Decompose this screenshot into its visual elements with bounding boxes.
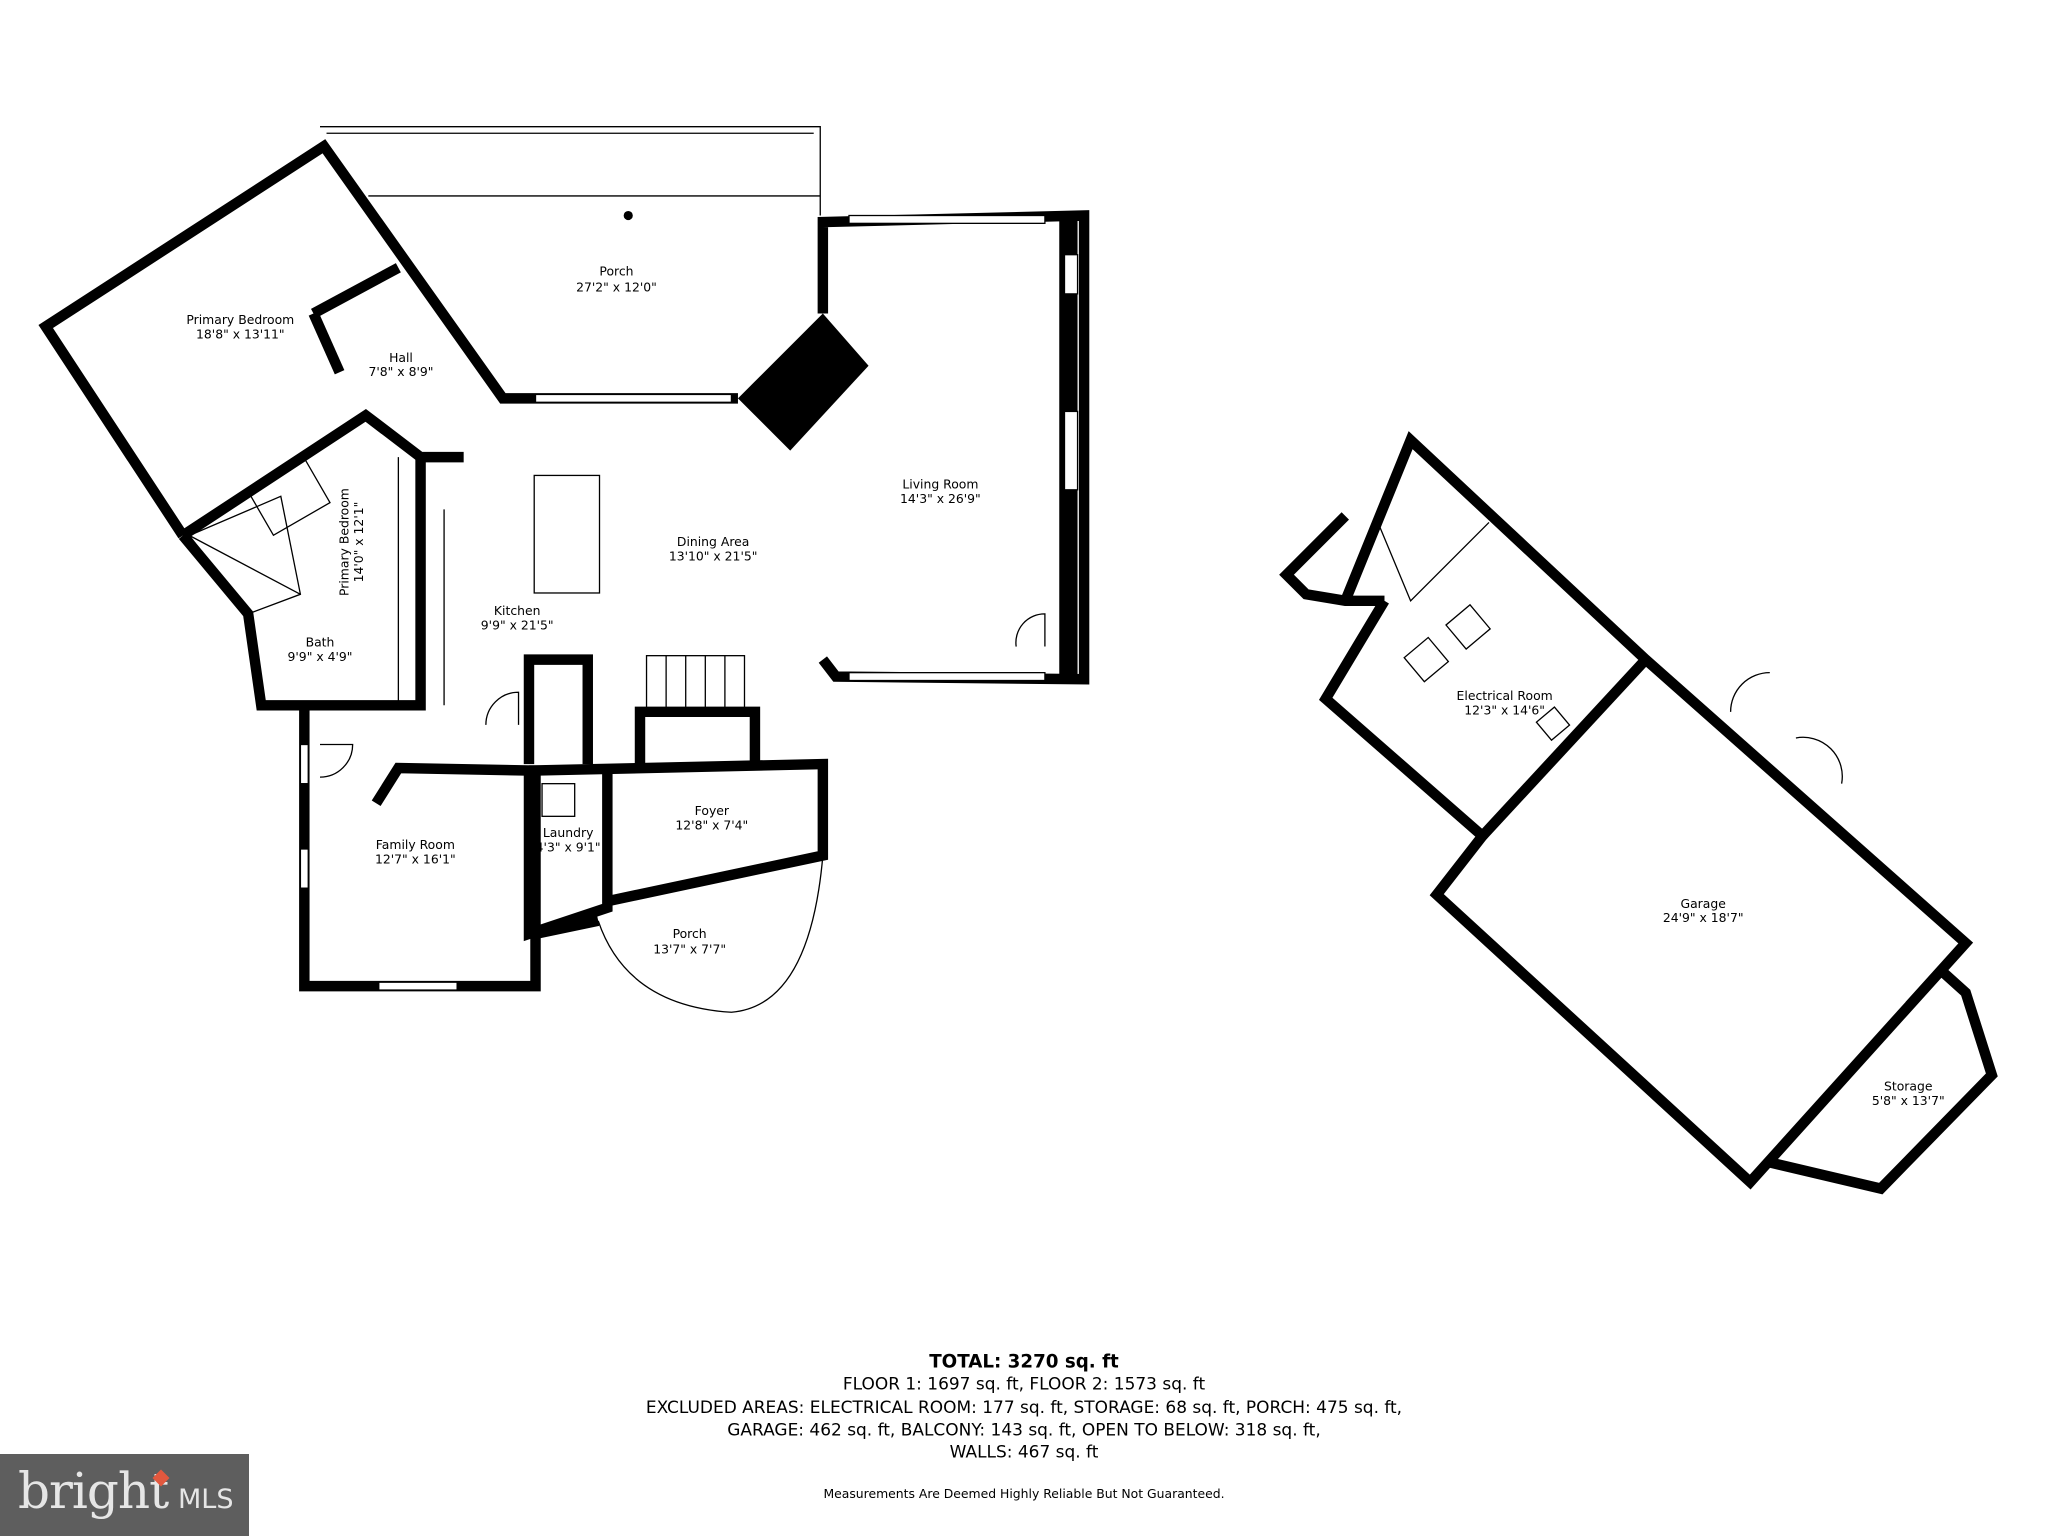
bright-mls-logo: bright MLS: [0, 1454, 249, 1536]
svg-text:Foyer: Foyer: [695, 803, 730, 818]
svg-text:Primary Bedroom: Primary Bedroom: [337, 488, 352, 596]
windows: [299, 214, 1079, 991]
svg-text:Dining Area: Dining Area: [677, 534, 749, 549]
svg-text:Family Room: Family Room: [376, 837, 455, 852]
porch-deck: [320, 126, 821, 221]
excluded-areas-line-1: EXCLUDED AREAS: ELECTRICAL ROOM: 177 sq.…: [646, 1398, 1402, 1418]
logo-wordmark: bright: [18, 1462, 169, 1520]
svg-text:5'8" x 13'7": 5'8" x 13'7": [1872, 1093, 1945, 1108]
svg-text:13'7" x 7'7": 13'7" x 7'7": [653, 941, 726, 956]
excluded-areas-line-2: GARAGE: 462 sq. ft, BALCONY: 143 sq. ft,…: [727, 1420, 1320, 1440]
fixtures: [188, 456, 1046, 1013]
svg-text:14'0" x 12'1": 14'0" x 12'1": [351, 502, 366, 583]
svg-text:24'9" x 18'7": 24'9" x 18'7": [1663, 910, 1744, 925]
svg-text:Kitchen: Kitchen: [494, 603, 541, 618]
area-summary: TOTAL: 3270 sq. ft FLOOR 1: 1697 sq. ft,…: [646, 1352, 1402, 1502]
garage-building-walls: [1279, 431, 1998, 1195]
floor-areas: FLOOR 1: 1697 sq. ft, FLOOR 2: 1573 sq. …: [843, 1375, 1206, 1395]
svg-text:18'8" x 13'11": 18'8" x 13'11": [196, 326, 285, 341]
walls-area: WALLS: 467 sq. ft: [950, 1443, 1099, 1463]
svg-text:Bath: Bath: [306, 635, 335, 650]
svg-text:Electrical Room: Electrical Room: [1457, 688, 1553, 703]
svg-text:7'8" x 8'9": 7'8" x 8'9": [368, 364, 433, 379]
svg-text:Hall: Hall: [389, 350, 413, 365]
svg-text:27'2" x 12'0": 27'2" x 12'0": [576, 279, 657, 294]
svg-text:9'9" x 4'9": 9'9" x 4'9": [288, 649, 353, 664]
svg-text:Primary Bedroom: Primary Bedroom: [186, 312, 294, 327]
svg-text:Laundry: Laundry: [543, 825, 594, 840]
svg-text:12'8" x 7'4": 12'8" x 7'4": [675, 817, 748, 832]
logo-mls: MLS: [178, 1484, 234, 1515]
main-house-walls: [38, 139, 1090, 992]
svg-text:Storage: Storage: [1884, 1079, 1932, 1094]
svg-text:12'3" x 14'6": 12'3" x 14'6": [1464, 702, 1545, 717]
svg-text:9'9" x 21'5": 9'9" x 21'5": [481, 618, 554, 633]
stairs: [645, 655, 746, 709]
svg-text:12'7" x 16'1": 12'7" x 16'1": [375, 851, 456, 866]
svg-text:Living Room: Living Room: [902, 476, 978, 491]
total-area: TOTAL: 3270 sq. ft: [929, 1352, 1119, 1373]
svg-text:Porch: Porch: [599, 264, 633, 279]
svg-text:4'3" x 9'1": 4'3" x 9'1": [536, 840, 601, 855]
disclaimer: Measurements Are Deemed Highly Reliable …: [823, 1486, 1224, 1501]
svg-text:Garage: Garage: [1680, 896, 1725, 911]
svg-text:14'3" x 26'9": 14'3" x 26'9": [900, 491, 981, 506]
svg-text:Porch: Porch: [673, 926, 707, 941]
svg-text:13'10" x 21'5": 13'10" x 21'5": [669, 548, 758, 563]
